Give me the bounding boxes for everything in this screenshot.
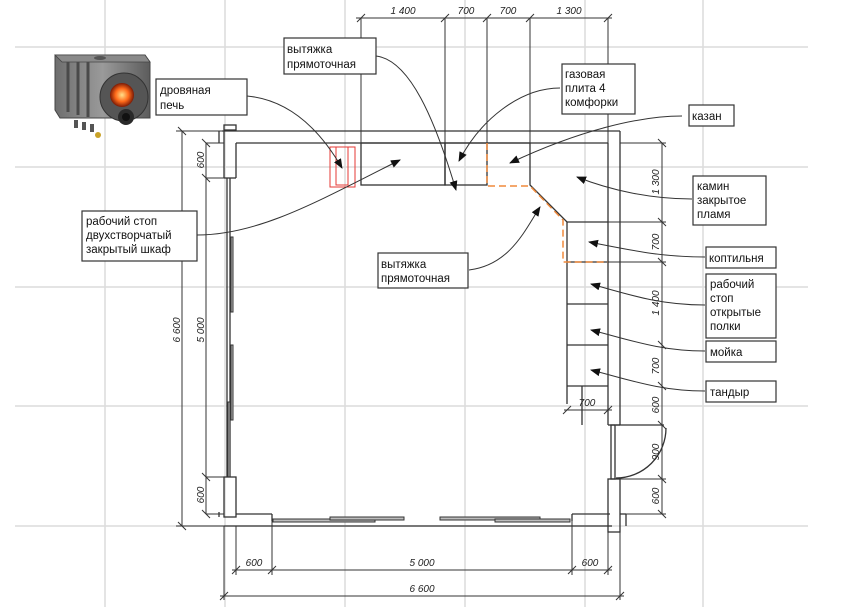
label-fireplace: камин закрытое пламя	[692, 175, 767, 226]
label-text: коптильня	[709, 253, 764, 265]
label-text: открытые	[710, 307, 761, 319]
label-hood-top: вытяжка прямоточная	[283, 37, 377, 75]
leader-tandoor	[590, 368, 706, 392]
dim-top-1: 1 400	[390, 6, 415, 17]
label-text: стоп	[710, 293, 734, 305]
label-text: комфорки	[565, 97, 618, 109]
label-text: вытяжка	[381, 259, 427, 271]
leader-lines	[196, 55, 706, 392]
dim-right-7: 600	[651, 487, 662, 504]
leader-gas-stove	[458, 87, 561, 162]
label-text: тандыр	[710, 387, 749, 399]
label-text: рабочий стоп	[86, 216, 157, 228]
dim-bottom-3: 600	[582, 558, 599, 569]
counter-hood-section	[360, 142, 446, 186]
dim-right-1: 1 300	[651, 169, 662, 194]
label-text: двухстворчатый	[86, 230, 172, 242]
dim-bottom-outer: 6 600	[409, 584, 434, 595]
dim-right-5: 600	[651, 396, 662, 413]
wood-stove-image	[54, 54, 151, 138]
leader-smoker	[588, 239, 706, 258]
label-text: полки	[710, 321, 741, 333]
label-text: казан	[692, 111, 722, 123]
label-smoker: коптильня	[705, 246, 777, 269]
label-text: закрытый шкаф	[86, 244, 171, 256]
label-sink: мойка	[705, 340, 777, 363]
dim-right-4: 700	[651, 357, 662, 374]
dim-bottom-1: 600	[246, 558, 263, 569]
dim-right-2: 700	[651, 233, 662, 250]
leader-hood-bottom	[468, 206, 541, 271]
label-text: закрытое	[697, 195, 746, 207]
dim-left-inner-3: 600	[196, 486, 207, 503]
label-text: рабочий	[710, 279, 754, 291]
label-text: вытяжка	[287, 44, 333, 56]
dim-left-outer: 6 600	[172, 317, 183, 342]
label-text: прямоточная	[381, 273, 450, 285]
label-text: мойка	[710, 347, 743, 359]
counter-kazan-section	[487, 142, 608, 223]
dim-counter-depth: 700	[579, 398, 596, 409]
dim-left-inner-2: 5 000	[196, 317, 207, 342]
hood-outline	[486, 143, 608, 263]
leader-fireplace	[576, 176, 693, 200]
leader-kazan	[509, 115, 683, 164]
label-text: дровяная	[160, 85, 211, 97]
dim-right-6: 900	[651, 443, 662, 460]
dimensions: 1 400 700 700 1 300 6 600 600 5 000 600	[172, 6, 667, 601]
label-text: пламя	[697, 209, 730, 221]
leader-hood-top	[375, 55, 458, 191]
label-text: газовая	[565, 69, 605, 81]
label-text: камин	[697, 181, 729, 193]
label-cabinet: рабочий стоп двухстворчатый закрытый шка…	[81, 210, 198, 262]
label-open-shelves: рабочий стоп открытые полки	[705, 273, 777, 339]
leader-sink	[590, 328, 706, 352]
leader-cabinet	[196, 159, 401, 236]
dim-top-3: 700	[500, 6, 517, 17]
leader-open-shelves	[590, 282, 706, 306]
dim-bottom-2: 5 000	[409, 558, 434, 569]
label-tandoor: тандыр	[705, 380, 777, 403]
label-gas-stove: газовая плита 4 комфорки	[561, 63, 636, 115]
leader-wood-stove	[246, 95, 343, 169]
label-hood-bottom: вытяжка прямоточная	[377, 252, 469, 289]
dim-right-3: 1 400	[651, 290, 662, 315]
counters	[329, 142, 608, 425]
dim-top-2: 700	[458, 6, 475, 17]
dim-top-4: 1 300	[556, 6, 581, 17]
label-text: прямоточная	[287, 59, 356, 71]
dim-left-inner-1: 600	[196, 151, 207, 168]
label-kazan: казан	[688, 104, 735, 127]
label-wood-stove: дровяная печь	[155, 78, 248, 116]
label-text: печь	[160, 100, 184, 112]
label-text: плита 4	[565, 83, 606, 95]
walls	[218, 124, 667, 533]
